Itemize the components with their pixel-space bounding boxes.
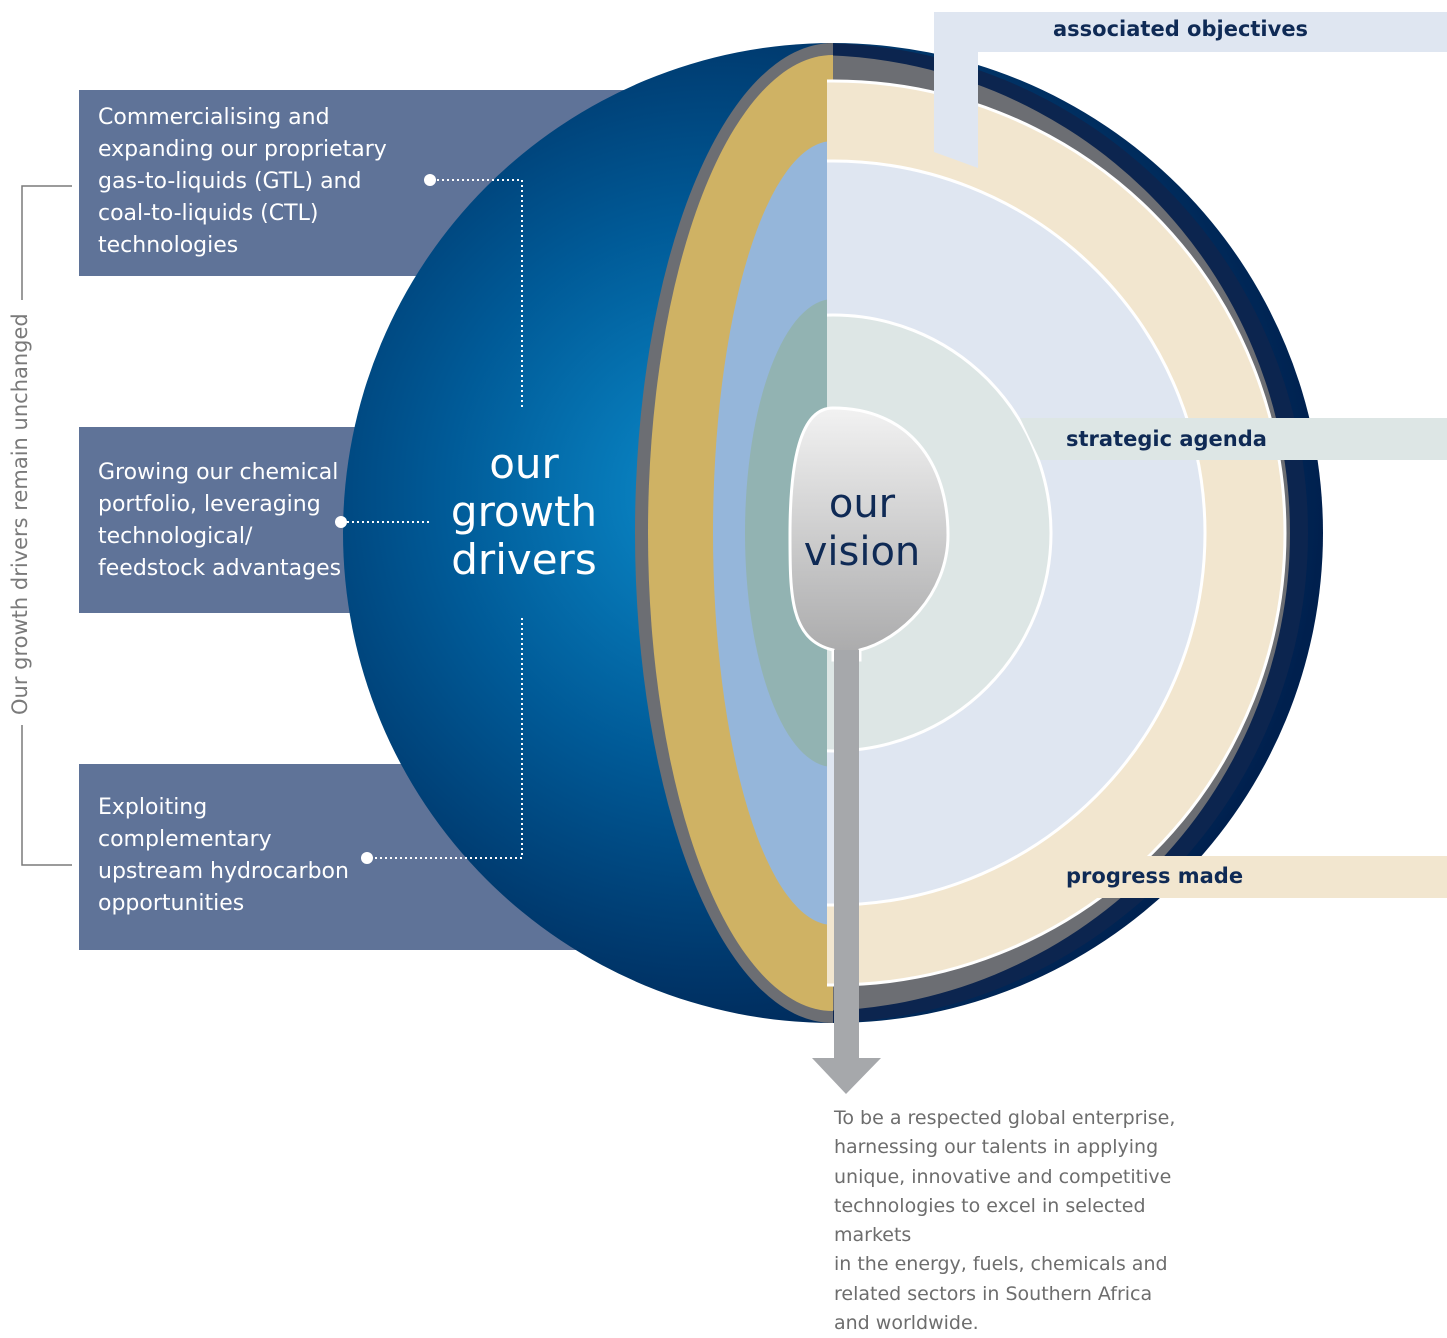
connector-dot-2	[335, 516, 347, 528]
associated-objectives-tab	[934, 12, 1447, 168]
vision-label-line2: vision	[804, 529, 921, 575]
growth-label-line2: growth	[451, 487, 597, 536]
growth-label-line1: our	[489, 439, 559, 488]
sphere-diagram: our growth drivers our vision	[10, 12, 1447, 1094]
vision-arrow-shaft	[834, 650, 859, 1060]
growth-drivers-diagram: our growth drivers our vision Commercial…	[8, 12, 1447, 1334]
progress-made-label: progress made	[1066, 864, 1244, 888]
progress-made-tab	[1040, 856, 1447, 898]
dotted-connectors	[342, 179, 523, 859]
connector-dot-1	[424, 174, 436, 186]
driver-text-1: Commercialising and expanding our propri…	[98, 105, 387, 258]
side-bracket-gap	[10, 300, 36, 725]
vision-arrow-head	[812, 1058, 881, 1094]
associated-objectives-label: associated objectives	[1053, 17, 1309, 41]
driver-text-3: Exploiting complementary upstream hydroc…	[98, 795, 349, 916]
strategic-agenda-label: strategic agenda	[1066, 427, 1267, 451]
growth-label-line3: drivers	[451, 535, 596, 584]
strategic-agenda-tab	[1020, 418, 1447, 460]
vision-core	[788, 406, 950, 662]
vision-statement: To be a respected global enterprise, har…	[834, 1107, 1176, 1335]
vision-label-line1: our	[829, 481, 896, 527]
driver-text-2: Growing our chemical portfolio, leveragi…	[98, 460, 342, 581]
connector-dot-3	[361, 852, 373, 864]
side-label: Our growth drivers remain unchanged	[8, 313, 32, 715]
